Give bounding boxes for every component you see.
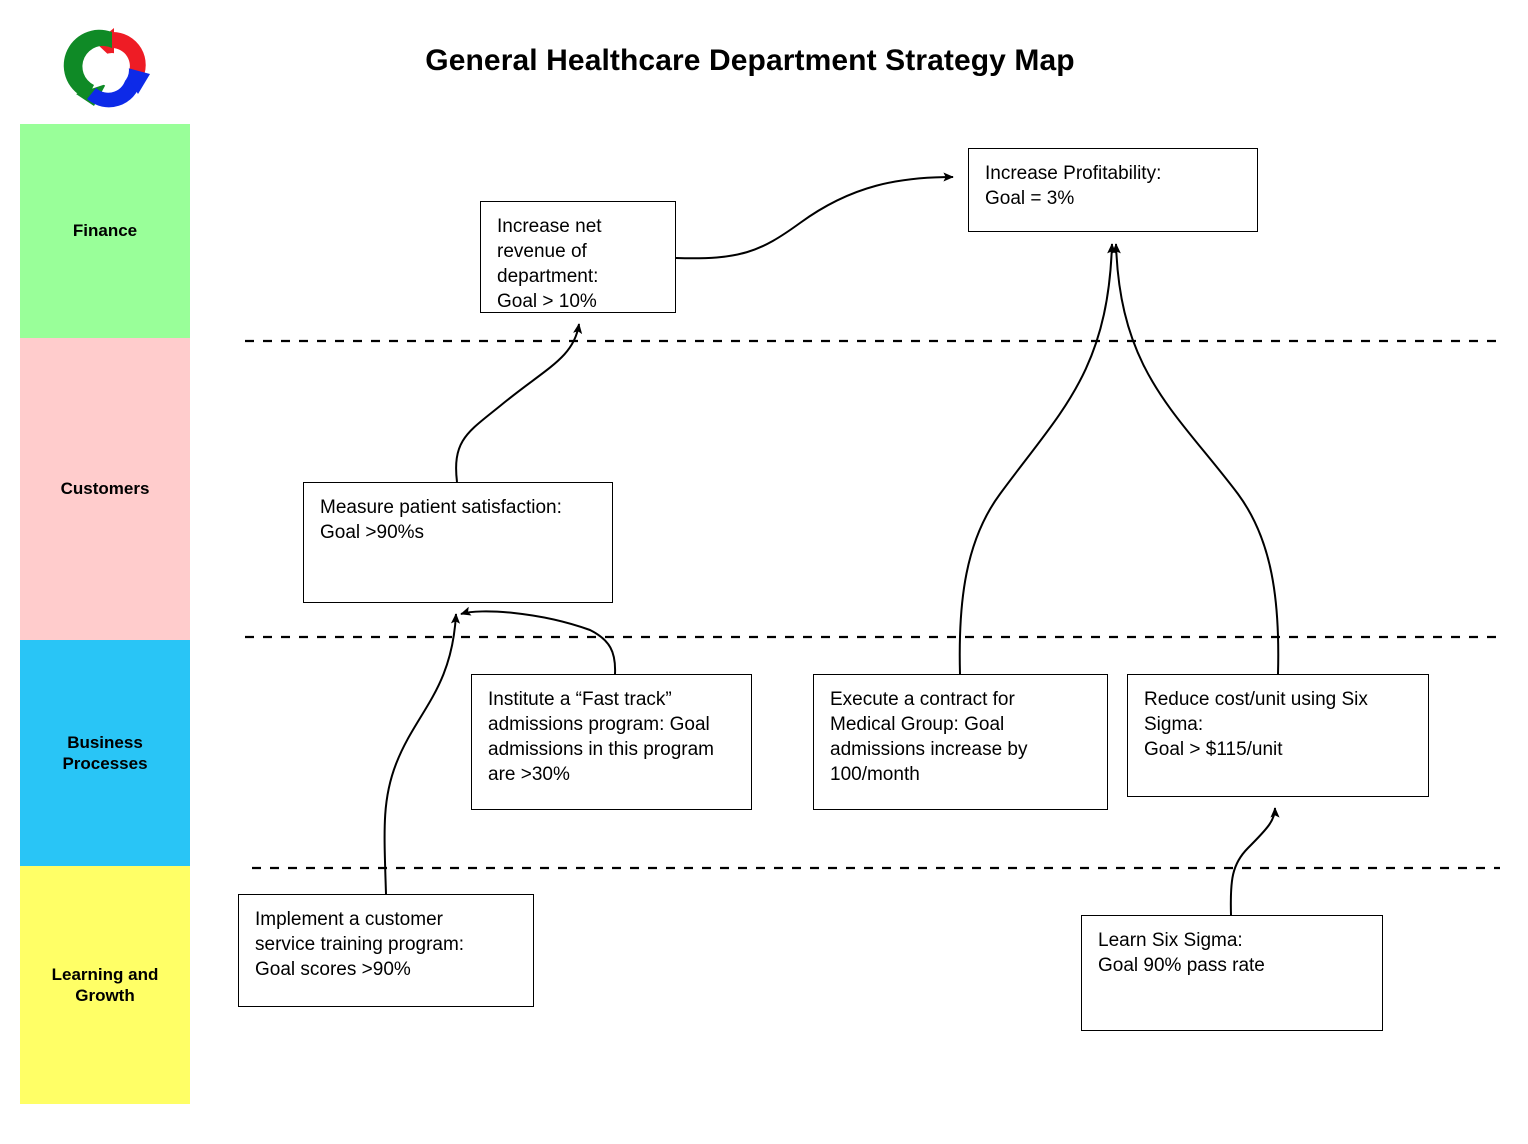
objective-node-measure-patient-satisfaction[interactable]: Measure patient satisfaction: Goal >90%s xyxy=(303,482,613,603)
connector-net-revenue-to-profitability xyxy=(675,172,954,260)
perspective-label-finance: Finance xyxy=(72,221,138,241)
perspective-band-finance[interactable]: Finance xyxy=(20,124,190,338)
perspective-band-learning-and-growth[interactable]: Learning and Growth xyxy=(20,866,190,1104)
objective-node-increase-net-revenue[interactable]: Increase net revenue of department: Goal… xyxy=(480,201,676,313)
objective-node-reduce-cost-per-unit[interactable]: Reduce cost/unit using Six Sigma: Goal >… xyxy=(1127,674,1429,797)
cycle-arrows-logo xyxy=(62,26,162,108)
logo-blue-arrow xyxy=(87,77,141,108)
connector-reduce-cost-to-profitability xyxy=(1111,243,1280,675)
connector-satisfaction-to-net-revenue xyxy=(455,323,583,483)
perspective-band-customers[interactable]: Customers xyxy=(20,338,190,640)
perspective-label-business-processes: Business Processes xyxy=(62,732,148,773)
objective-node-implement-customer-service-training[interactable]: Implement a customer service training pr… xyxy=(238,894,534,1007)
connector-fast-track-to-satisfaction xyxy=(460,606,617,675)
page-title: General Healthcare Department Strategy M… xyxy=(425,44,1075,77)
perspective-label-learning-and-growth: Learning and Growth xyxy=(51,964,159,1005)
objective-node-increase-profitability[interactable]: Increase Profitability: Goal = 3% xyxy=(968,148,1258,232)
connector-six-sigma-to-reduce-cost xyxy=(1229,807,1280,916)
connector-medical-group-to-profitability xyxy=(958,243,1117,675)
connector-training-to-satisfaction xyxy=(383,613,461,895)
objective-node-execute-medical-group-contract[interactable]: Execute a contract for Medical Group: Go… xyxy=(813,674,1108,810)
objective-node-learn-six-sigma[interactable]: Learn Six Sigma: Goal 90% pass rate xyxy=(1081,915,1383,1031)
objective-node-institute-fast-track[interactable]: Institute a “Fast track” admissions prog… xyxy=(471,674,752,810)
perspective-label-customers: Customers xyxy=(60,479,150,499)
logo-red-arrow xyxy=(112,31,146,82)
perspective-band-business-processes[interactable]: Business Processes xyxy=(20,640,190,866)
logo-green-arrow xyxy=(63,29,112,100)
